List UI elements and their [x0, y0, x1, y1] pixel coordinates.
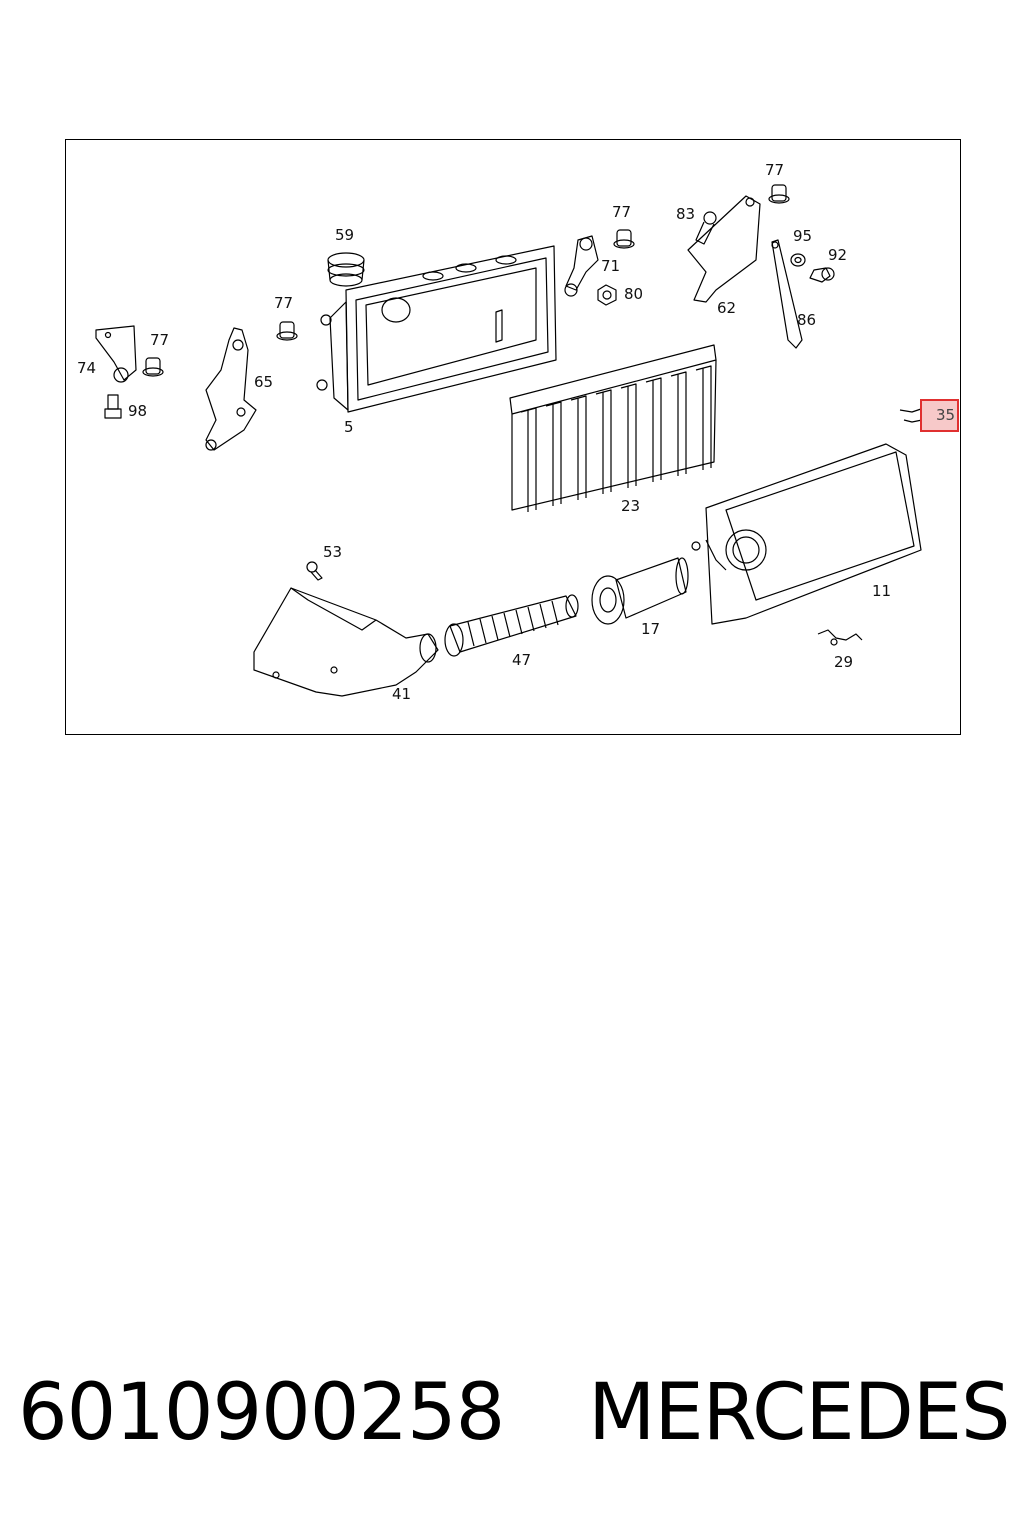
part-47-bellows-hose — [444, 594, 579, 657]
callout-77: 77 — [612, 203, 632, 221]
callout-5: 5 — [344, 418, 354, 436]
part-74-bracket — [95, 325, 137, 383]
part-80-nut — [597, 284, 617, 306]
callout-80: 80 — [624, 285, 644, 303]
callout-65: 65 — [254, 373, 274, 391]
part-92-bolt — [809, 267, 835, 283]
callout-74: 74 — [77, 359, 97, 377]
callout-86: 86 — [797, 311, 817, 329]
callout-77: 77 — [150, 331, 170, 349]
callout-47: 47 — [512, 651, 532, 669]
part-29-clip — [817, 629, 863, 646]
callout-98: 98 — [128, 402, 148, 420]
exploded-parts-diagram: 77 83 77 95 92 59 71 80 62 86 77 77 74 6… — [65, 139, 961, 735]
callout-35-highlighted[interactable]: 35 — [920, 399, 960, 432]
part-95-washer — [790, 253, 806, 267]
part-65-bracket — [205, 327, 257, 451]
part-17-funnel — [591, 557, 689, 625]
part-86-rod — [771, 239, 803, 349]
callout-11: 11 — [872, 582, 892, 600]
callout-17: 17 — [641, 620, 661, 638]
part-77-bushing — [142, 184, 790, 377]
part-23-filter-element — [509, 344, 717, 512]
part-62-bracket — [687, 195, 761, 303]
callout-59: 59 — [335, 226, 355, 244]
part-53-pin — [306, 561, 323, 581]
brand-name: MERCEDES — [588, 1368, 1010, 1458]
callout-23: 23 — [621, 497, 641, 515]
callout-77: 77 — [765, 161, 785, 179]
callout-83: 83 — [676, 205, 696, 223]
part-41-intake-duct — [253, 587, 439, 697]
callout-62: 62 — [717, 299, 737, 317]
parts-drawing — [95, 184, 925, 697]
callout-77: 77 — [274, 294, 294, 312]
part-71-clip — [564, 235, 599, 297]
part-5-housing-cover — [316, 245, 557, 413]
callout-29: 29 — [834, 653, 854, 671]
callout-95: 95 — [793, 227, 813, 245]
part-11-housing-base — [691, 443, 922, 625]
part-83-bolt — [695, 211, 717, 245]
callout-53: 53 — [323, 543, 343, 561]
callout-92: 92 — [828, 246, 848, 264]
part-98-bolt — [104, 394, 122, 419]
part-caption: 6010900258 MERCEDES — [18, 1368, 1018, 1468]
part-number: 6010900258 — [18, 1368, 505, 1458]
callout-41: 41 — [392, 685, 412, 703]
part-59-grommet — [327, 252, 365, 287]
callout-71: 71 — [601, 257, 621, 275]
